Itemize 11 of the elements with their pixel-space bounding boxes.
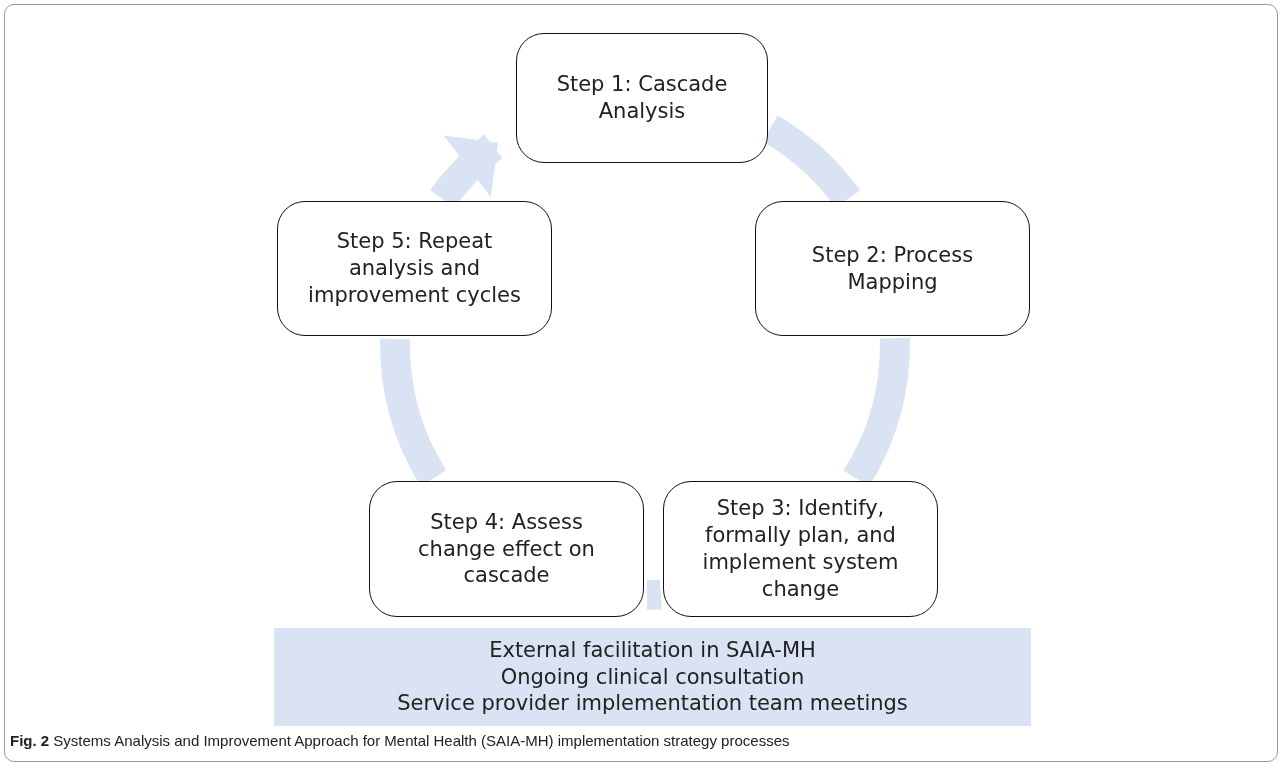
- band-text: Service provider implementation team meetings: [397, 690, 908, 718]
- band-text: External facilitation in SAIA-MH: [489, 636, 816, 664]
- step-box: Step 5: Repeat analysis and improvement cycles: [277, 201, 552, 336]
- cycle-connector: [646, 579, 662, 610]
- step-box: Step 3: Identify, formally plan, and implement system change: [663, 481, 938, 617]
- step-box: Step 4: Assess change effect on cascade: [369, 481, 644, 617]
- figure-caption: Fig. 2 Systems Analysis and Improvement Approach for Mental Health (SAIA-MH) implementation strategy processes: [10, 732, 790, 749]
- support-band: [274, 628, 1031, 726]
- step-box: Step 2: Process Mapping: [755, 201, 1030, 336]
- step-box: Step 1: Cascade Analysis: [516, 33, 768, 163]
- band-text: Ongoing clinical consultation: [500, 663, 805, 691]
